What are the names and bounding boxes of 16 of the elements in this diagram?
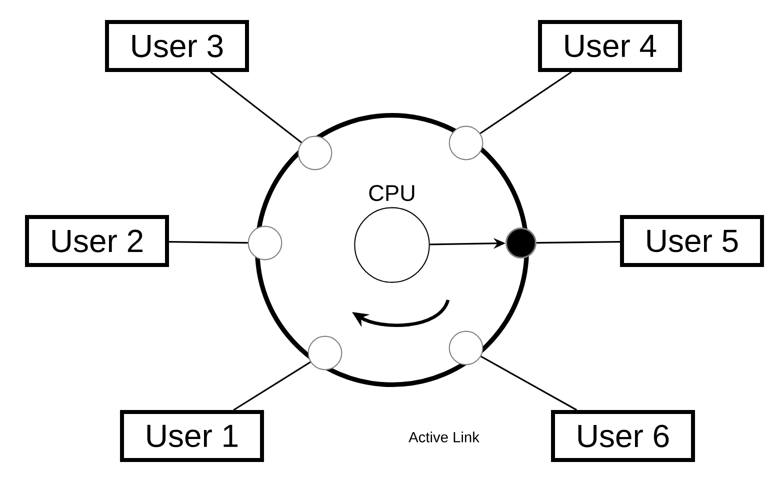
port-circle [248, 226, 282, 260]
user-box: User 5 [620, 215, 764, 267]
connector-line [233, 361, 311, 411]
user-box: User 1 [120, 410, 264, 462]
connector-line [169, 241, 248, 244]
node-label: CPU [369, 185, 414, 202]
connector-line [536, 241, 620, 244]
user-box: User 3 [105, 20, 249, 72]
user-box: User 2 [25, 215, 169, 267]
annotation-text: Active Link [408, 432, 480, 442]
connector-line [210, 71, 302, 144]
active-port [506, 228, 536, 258]
connector-line [480, 356, 578, 411]
user-box: User 6 [551, 410, 695, 462]
user-box: User 4 [538, 20, 682, 72]
connector-line [480, 71, 572, 134]
